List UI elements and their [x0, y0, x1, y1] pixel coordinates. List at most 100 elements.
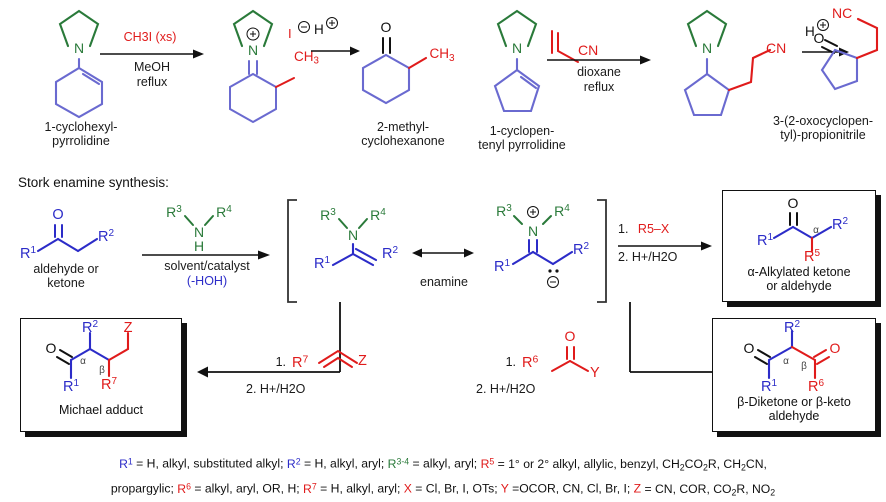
structure-1-cyclohexylpyrrolidine: N: [54, 9, 104, 119]
resonance-arrow: [412, 248, 474, 258]
legend-token: propargylic;: [110, 481, 178, 496]
label-line2: tyl)-propionitrile: [780, 128, 866, 142]
condition-line2: (-HOH): [186, 274, 228, 288]
legend-token: X: [403, 481, 412, 496]
acylation-reagent-acylhalide: O: [551, 328, 589, 372]
structure-enamine: R3 R4 N R1 R2: [314, 207, 398, 272]
alkylation-step1: 1. R5–X: [618, 222, 714, 237]
acylation-step2: 2. H+/H2O: [476, 382, 536, 396]
label-line2: pyrrolidine: [52, 134, 110, 148]
svg-text:R1: R1: [63, 378, 79, 395]
label-starting-ketone: aldehyde or ketone: [6, 262, 126, 290]
svg-text:R1: R1: [757, 232, 773, 249]
reagent-cn-label: CN: [578, 42, 599, 58]
label-line1: 2-methyl-: [376, 120, 430, 134]
legend-line-2: propargylic; R6 = alkyl, aryl, OR, H; R7…: [0, 477, 886, 502]
svg-text:R7: R7: [101, 376, 117, 393]
legend-token: = H, alkyl, aryl;: [316, 481, 404, 496]
label-line2: or aldehyde: [766, 279, 832, 293]
label-line2: ketone: [47, 276, 85, 290]
svg-text:β: β: [801, 361, 807, 372]
label-line1: 1-cyclohexyl-: [44, 120, 118, 134]
svg-text:N: N: [702, 40, 712, 56]
iodide-label: I: [288, 26, 292, 41]
legend-token: R3-4: [387, 456, 410, 471]
label-alpha-alkylated: α-Alkylated ketone or aldehyde: [723, 265, 875, 293]
structure-1-cyclopentenylpyrrolidine: N: [493, 9, 541, 113]
legend-line-1: R1 = H, alkyl, substituted alkyl; R2 = H…: [0, 452, 886, 477]
branch-connectors: [197, 302, 773, 378]
structure-iminium-cyclohexyl: N: [229, 9, 295, 124]
example-cyclopentenyl: N CN dioxane reflux N: [450, 2, 886, 167]
example-cyclohexyl: N CH3I (xs) MeOH reflux N: [10, 2, 455, 167]
legend-token: =OCOR, CN, Cl, Br, I;: [508, 481, 634, 496]
bracket-right: [597, 199, 607, 303]
label-2-methylcyclohexanone: 2-methyl- cyclohexanone: [328, 120, 478, 148]
svg-text:R1: R1: [761, 378, 777, 395]
legend-token: R2: [286, 456, 301, 471]
svg-text:O: O: [814, 30, 825, 46]
reagent-proton-2: H: [805, 24, 815, 39]
legend-token: = CN, COR, CO2R, NO2: [641, 481, 776, 498]
arrow-2: [311, 46, 360, 56]
legend-token: Z: [633, 481, 642, 496]
label-beta-diketone: β-Diketone or β-keto aldehyde: [713, 395, 875, 423]
condition-line2: reflux: [583, 80, 615, 94]
label-line1: β-Diketone or β-keto: [737, 395, 851, 409]
legend: R1 = H, alkyl, substituted alkyl; R2 = H…: [0, 452, 886, 502]
svg-text:R4: R4: [216, 204, 232, 220]
michael-reagent-alkene: [318, 349, 358, 368]
structure-michael-adduct: O R1 R2 R7 Z α β: [46, 319, 133, 395]
structure-iminium-ylide: R3 R4 N R1 R2: [494, 203, 589, 288]
acylation-step1: 1.: [505, 355, 516, 369]
svg-text:R3: R3: [320, 207, 336, 223]
michael-reagent-z: Z: [358, 353, 367, 369]
structure-alpha-alkylated-ketone: O R1 R2 R5 α: [757, 195, 848, 265]
svg-text:N: N: [512, 40, 522, 56]
product-box-michael-adduct: O R1 R2 R7 Z α β Michael adduct: [20, 318, 182, 432]
minus-charge-icon: [298, 21, 310, 33]
section-heading-stork: Stork enamine synthesis:: [18, 175, 169, 190]
product-box-beta-diketone: O O R1 R2 R6 α β β-Diketone or β-keto al…: [712, 318, 876, 432]
reagent-ch3i: CH3I (xs): [102, 30, 198, 45]
label-line1: α-Alkylated ketone: [747, 265, 851, 279]
svg-text:O: O: [788, 195, 799, 211]
svg-text:R3: R3: [496, 203, 512, 219]
legend-token: R6: [177, 481, 191, 496]
reagent-r5x: R5–X: [637, 222, 670, 236]
svg-text:α: α: [783, 356, 789, 367]
label-3-2-oxocyclopentylpropionitrile: 3-(2-oxocyclopen- tyl)-propionitrile: [758, 114, 886, 142]
structure-beta-diketone: O O R1 R2 R6 α β: [744, 319, 841, 395]
structure-cyclopentyl-propionitrile-enamine: N: [683, 9, 772, 117]
michael-step2: 2. H+/H2O: [246, 382, 306, 396]
label-line1: 3-(2-oxocyclopen-: [772, 114, 874, 128]
michael-step1: 1.: [275, 355, 286, 369]
svg-text:O: O: [565, 328, 576, 344]
label-1-cyclohexylpyrrolidine: 1-cyclohexyl- pyrrolidine: [16, 120, 146, 148]
svg-text:N: N: [74, 40, 84, 56]
plus-charge-icon-1: [326, 17, 338, 29]
legend-token: = alkyl, aryl;: [409, 456, 481, 471]
reagent-secondary-amine: R3 R4 N H: [166, 204, 232, 254]
svg-text:R4: R4: [554, 203, 570, 219]
legend-token: = H, alkyl, aryl;: [300, 456, 388, 471]
svg-text:Z: Z: [124, 320, 133, 336]
label-line1: 1-cyclopen-: [489, 124, 555, 138]
label-line1: aldehyde or: [33, 262, 99, 276]
svg-text:N: N: [348, 227, 358, 243]
svg-text:N: N: [528, 223, 538, 239]
step-number: 1.: [618, 222, 629, 236]
svg-text:O: O: [46, 340, 57, 356]
svg-text:N: N: [194, 224, 204, 240]
plus-charge-icon-2: [817, 19, 829, 31]
label-michael-adduct: Michael adduct: [58, 403, 144, 417]
svg-text:R4: R4: [370, 207, 386, 223]
svg-text:R2: R2: [784, 319, 800, 336]
arrow-1: [100, 49, 204, 59]
label-line2: cyclohexanone: [361, 134, 445, 148]
condition-meoh-reflux: MeOH reflux: [102, 60, 202, 90]
acylation-reagent-r6: R6: [522, 355, 539, 372]
arrow-3: [547, 55, 651, 65]
svg-text:R6: R6: [808, 378, 824, 395]
legend-token: Y: [500, 481, 509, 496]
